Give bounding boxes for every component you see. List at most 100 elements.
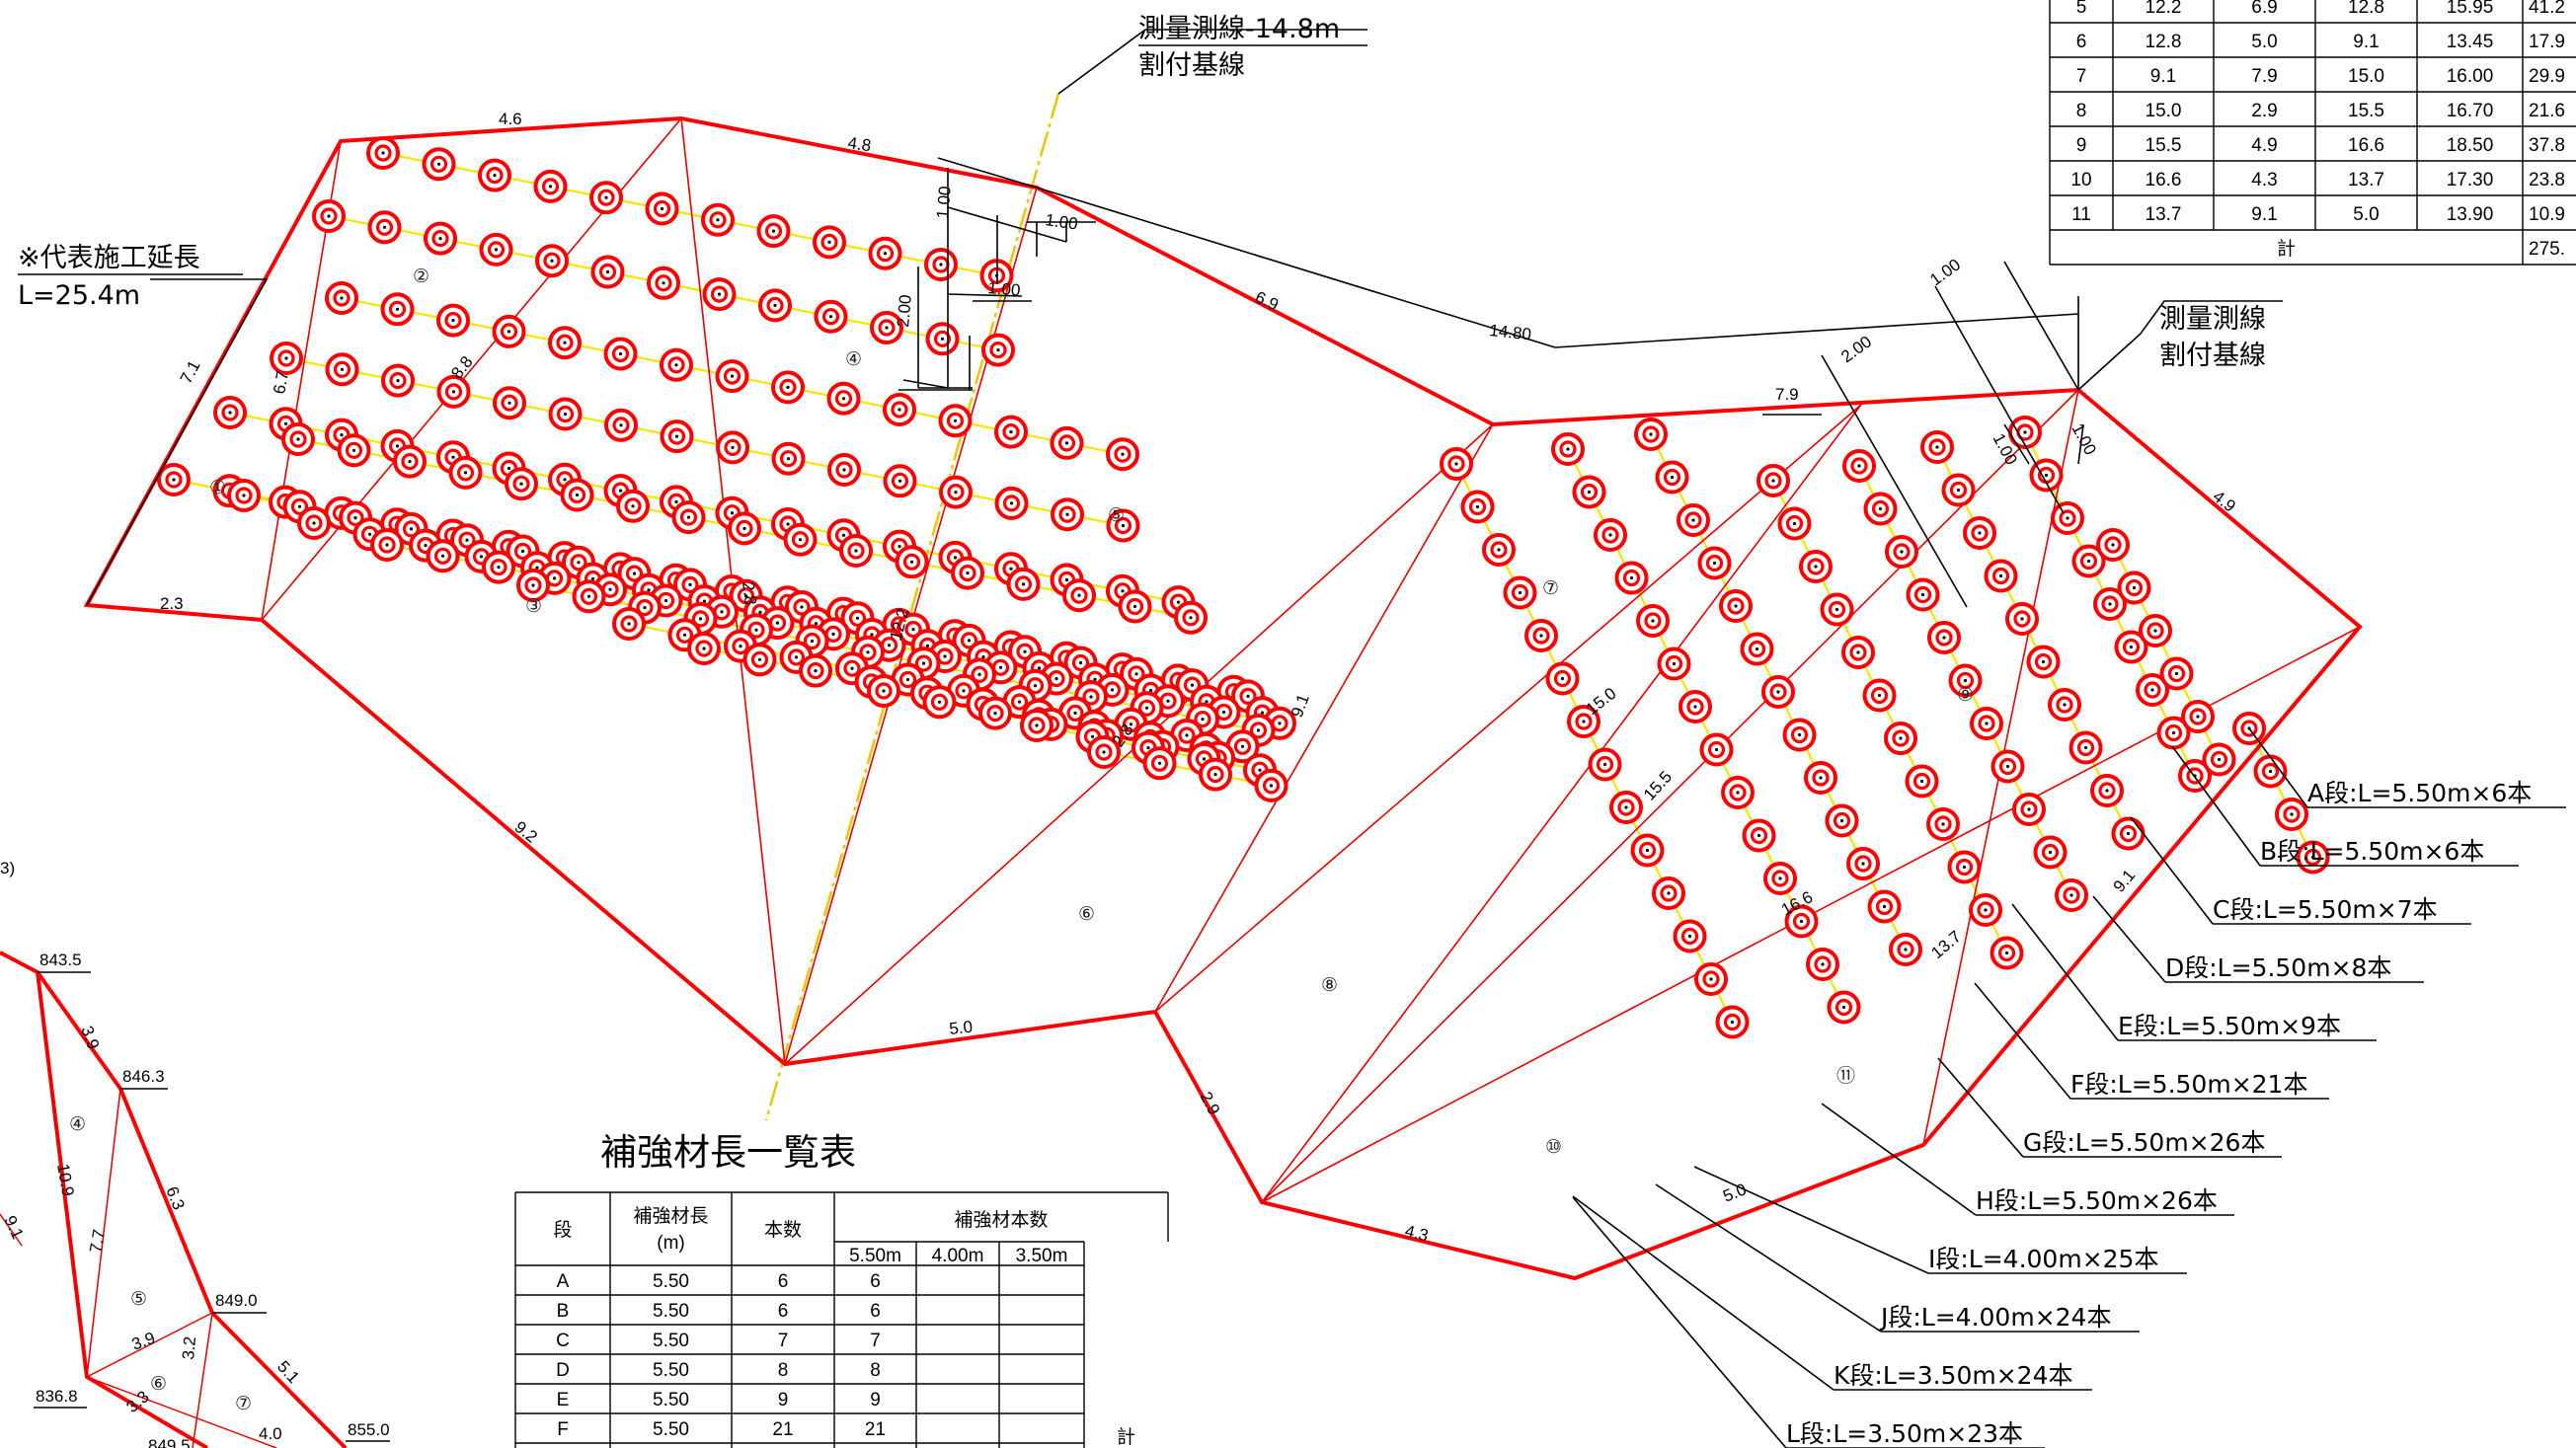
anchor-marker bbox=[1947, 850, 1982, 884]
anchor-marker bbox=[2026, 645, 2061, 679]
tier-callout-leader bbox=[2248, 727, 2308, 808]
area-table-cell: 2.9 bbox=[2251, 101, 2277, 121]
tier-callout-leaders bbox=[1572, 727, 2566, 1448]
survey-baseline-label: 割付基線 bbox=[1138, 50, 1245, 81]
area-table-cell: 10 bbox=[2070, 170, 2091, 191]
table-cell-count-550: 9 bbox=[870, 1390, 881, 1410]
anchor-marker bbox=[716, 430, 749, 465]
inset-dim: 4.0 bbox=[259, 1424, 282, 1443]
area-table-cell: 7.9 bbox=[2251, 66, 2277, 87]
anchor-marker bbox=[2296, 840, 2330, 875]
table-cell-count: 21 bbox=[772, 1419, 793, 1440]
area-table-cell: 5 bbox=[2076, 0, 2087, 18]
inset-dim: 10.9 bbox=[53, 1162, 77, 1197]
anchor-marker bbox=[2202, 742, 2236, 777]
inset-elevation: 846.3 bbox=[122, 1067, 165, 1086]
anchor-marker bbox=[1719, 589, 1753, 623]
anchor-marker bbox=[1006, 567, 1041, 601]
anchor-marker bbox=[479, 232, 513, 267]
anchor-marker bbox=[1655, 460, 1689, 495]
anchor-marker bbox=[2136, 673, 2169, 707]
anchor-marker bbox=[895, 545, 929, 579]
anchor-marker bbox=[715, 359, 749, 394]
anchor-marker bbox=[478, 158, 511, 192]
inset-dim: 9.1 bbox=[0, 1213, 27, 1242]
anchor-marker bbox=[1482, 533, 1516, 567]
inset-elevation: 849.5 bbox=[148, 1436, 191, 1448]
anchor-marker bbox=[1742, 818, 1776, 853]
anchor-marker bbox=[2055, 878, 2088, 912]
table-cell-length: 5.50 bbox=[653, 1301, 689, 1322]
inset-zone: ④ bbox=[69, 1113, 86, 1135]
anchor-marker bbox=[213, 396, 247, 429]
zone-label: ② bbox=[413, 266, 429, 287]
representative-length-label: ※代表施工延長 bbox=[18, 243, 200, 273]
anchor-marker bbox=[883, 393, 916, 426]
dim-spacing-6: 2.00 bbox=[1837, 332, 1875, 366]
dim-spacing-4: 2.00 bbox=[894, 294, 915, 329]
anchor-marker bbox=[426, 539, 460, 573]
anchor-marker bbox=[1761, 675, 1795, 709]
anchor-marker bbox=[1551, 432, 1585, 466]
anchor-marker bbox=[535, 244, 569, 278]
anchor-marker bbox=[380, 292, 415, 327]
zone-label: ⑩ bbox=[1545, 1136, 1562, 1158]
anchor-marker bbox=[604, 408, 638, 442]
table-header-len-a: 5.50m bbox=[849, 1246, 901, 1266]
anchor-marker bbox=[2033, 835, 2068, 870]
zone-label: ⑪ bbox=[1836, 1065, 1855, 1087]
table-cell-count: 6 bbox=[778, 1271, 789, 1292]
reinforcement-anchors bbox=[157, 136, 2330, 1039]
table-header-count: 本数 bbox=[764, 1219, 802, 1241]
anchor-marker bbox=[1920, 430, 1954, 464]
anchor-row-guide bbox=[1936, 446, 2130, 834]
anchor-marker bbox=[1867, 889, 1902, 924]
dim-survey-distance: 14.80 bbox=[1489, 321, 1532, 343]
area-table-cell: 13.7 bbox=[2348, 170, 2384, 191]
table-cell-length: 5.50 bbox=[653, 1419, 689, 1440]
representative-length-value: L=25.4m bbox=[18, 280, 140, 311]
anchor-marker bbox=[1636, 604, 1670, 638]
table-header-len-c: 3.50m bbox=[1016, 1246, 1068, 1266]
dim-mid-k: 13.7 bbox=[1927, 927, 1965, 962]
anchor-marker bbox=[2069, 730, 2103, 765]
anchor-marker bbox=[994, 486, 1029, 520]
dim-spacing-3: 1.00 bbox=[987, 278, 1022, 300]
tier-callout-label: D段:L=5.50m×8本 bbox=[2165, 953, 2391, 982]
dim-spacing-5: 1.00 bbox=[1926, 255, 1964, 289]
area-table-cell: 4.3 bbox=[2251, 170, 2277, 191]
tier-callout-label: A段:L=5.50m×6本 bbox=[2307, 779, 2532, 807]
anchor-marker bbox=[1820, 592, 1854, 627]
anchor-marker bbox=[2005, 602, 2039, 636]
anchor-marker bbox=[603, 474, 638, 508]
inset-dim: 5.1 bbox=[273, 1357, 303, 1387]
anchor-marker bbox=[548, 326, 582, 360]
zone-label: ④ bbox=[845, 348, 862, 370]
anchor-marker bbox=[1756, 464, 1790, 497]
anchor-marker bbox=[1906, 577, 1940, 612]
inset-cross-section: 3) 843.5 846.3 849.0 836.8 855.0 849.5 3… bbox=[0, 859, 390, 1448]
area-table-cell: 23.8 bbox=[2529, 170, 2565, 191]
anchor-marker bbox=[1984, 559, 2018, 593]
anchor-marker bbox=[925, 322, 960, 356]
anchor-marker bbox=[1885, 535, 1918, 569]
area-table-cell: 5.0 bbox=[2251, 32, 2277, 52]
anchor-marker bbox=[647, 266, 680, 300]
anchor-marker bbox=[870, 311, 903, 344]
anchor-marker bbox=[2159, 656, 2194, 691]
anchor-marker bbox=[1948, 663, 1983, 698]
tier-callout-label: E段:L=5.50m×9本 bbox=[2118, 1012, 2341, 1040]
anchor-marker bbox=[1782, 718, 1817, 752]
anchor-marker bbox=[827, 453, 861, 487]
anchor-marker bbox=[1524, 619, 1558, 652]
tier-callout-leader bbox=[2130, 816, 2214, 925]
tier-callout-label: F段:L=5.50m×21本 bbox=[2070, 1070, 2307, 1099]
table-cell-length: 5.50 bbox=[653, 1360, 689, 1381]
anchor-marker bbox=[482, 550, 515, 584]
anchor-row-guide bbox=[285, 356, 1124, 527]
tier-callout-label: H段:L=5.50m×26本 bbox=[1976, 1186, 2218, 1215]
inset-elevation: 843.5 bbox=[39, 951, 82, 969]
